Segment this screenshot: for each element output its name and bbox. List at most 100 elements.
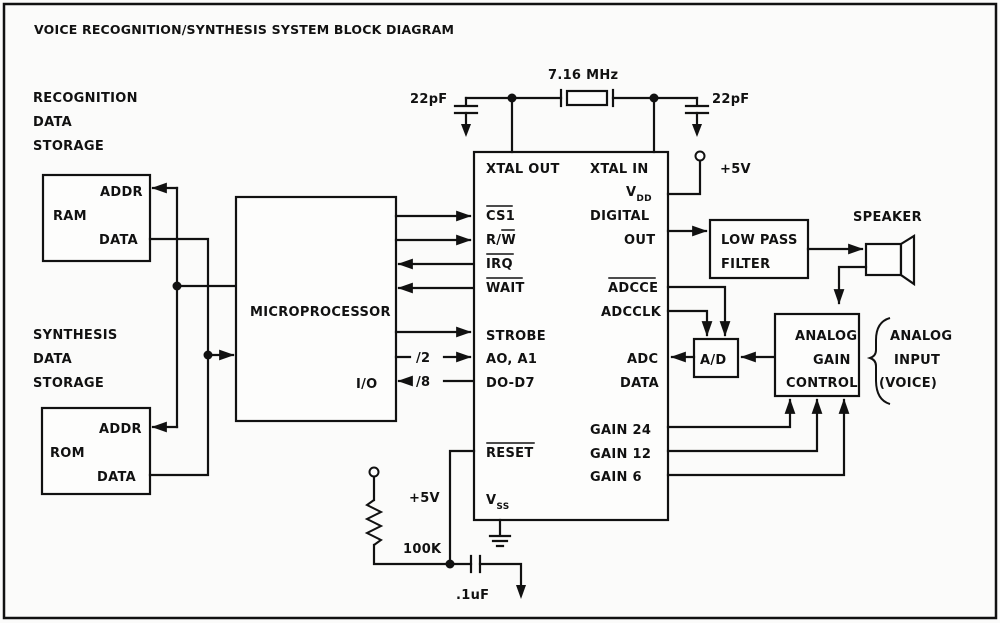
label-line: DATA: [33, 352, 72, 367]
pin-gain6: GAIN 6: [590, 470, 642, 485]
pin-wait: WAIT: [486, 281, 525, 296]
junction-dot: [172, 281, 182, 291]
gain6-wire: [666, 398, 850, 477]
agc-label-line: GAIN: [813, 353, 851, 368]
ram-label: RAM: [53, 209, 87, 224]
analog-gain-control: ANALOG GAIN CONTROL: [666, 312, 861, 477]
gain12-wire: [666, 398, 823, 453]
ram-data-pin: DATA: [99, 233, 138, 248]
pin-adc-data: DATA: [620, 376, 659, 391]
junction-dot: [445, 559, 455, 569]
reset-wire: [448, 449, 476, 566]
pin-rw-r: R/: [486, 233, 501, 248]
speech-chip: XTAL OUT XTAL IN VDD CS1 R/W IRQ WAIT ST…: [472, 150, 670, 522]
crystal-body: [565, 89, 609, 107]
crystal-frequency-label: 7.16 MHz: [548, 68, 618, 83]
ram-box: [41, 173, 152, 263]
microprocessor-box: [234, 195, 398, 423]
address-bus: [151, 182, 238, 433]
speaker-to-agc-wire: [833, 265, 868, 305]
data-width-label: /8: [416, 375, 430, 390]
diagram-title: VOICE RECOGNITION/SYNTHESIS SYSTEM BLOCK…: [34, 22, 454, 37]
ram-block: RAM ADDR DATA: [41, 173, 152, 263]
analog-input-label-line: ANALOG: [890, 329, 952, 344]
brace-icon: [866, 317, 891, 405]
rom-block: ROM ADDR DATA: [40, 406, 152, 496]
pin-xtal-out: XTAL OUT: [486, 162, 560, 177]
reset-circuit: +5V 100K .1uF: [364, 449, 526, 603]
label-line: STORAGE: [33, 376, 104, 391]
vss-ground: [488, 518, 512, 548]
ad-box: [692, 337, 740, 379]
agc-label-line: ANALOG: [795, 329, 857, 344]
pin-vss-sub: SS: [496, 502, 509, 512]
pin-vdd-main: V: [626, 185, 636, 200]
supply-terminal-icon: [368, 466, 380, 478]
supply-terminal-icon: [694, 150, 706, 162]
speech-chip-box: [472, 150, 670, 522]
capacitor-value-label: .1uF: [456, 588, 489, 603]
label-line: SYNTHESIS: [33, 328, 118, 343]
data-bus: [148, 237, 235, 477]
ground-arrow-icon: [461, 124, 471, 137]
adcce-wire: [666, 285, 731, 337]
data-bus-line: [148, 237, 210, 477]
rom-label: ROM: [50, 446, 85, 461]
pin-adcclk: ADCCLK: [601, 305, 662, 320]
pin-adc: ADC: [627, 352, 658, 367]
pin-digital: DIGITAL: [590, 209, 649, 224]
recognition-storage-label: RECOGNITION DATA STORAGE: [33, 91, 138, 154]
pin-gain24: GAIN 24: [590, 423, 651, 438]
low-pass-filter-box: [708, 218, 810, 280]
junction-dot: [203, 350, 213, 360]
cap-left-label: 22pF: [410, 92, 447, 107]
pin-strobe: STROBE: [486, 329, 546, 344]
speaker: SPEAKER: [833, 210, 922, 305]
vdd-supply: +5V: [666, 150, 751, 196]
pin-rw-w: W: [501, 233, 516, 248]
speaker-label: SPEAKER: [853, 210, 922, 225]
pin-vdd-sub: DD: [636, 194, 652, 204]
vdd-supply-label: +5V: [720, 162, 751, 177]
pin-d0d7: DO-D7: [486, 376, 535, 391]
resistor-icon: [364, 499, 384, 546]
adcclk-wire: [666, 309, 713, 337]
pin-rw: R/W: [486, 233, 516, 248]
lpf-label-line: LOW PASS: [721, 233, 798, 248]
address-width-label: /2: [416, 351, 430, 366]
crystal-oscillator: 7.16 MHz 22pF 22pF: [410, 68, 749, 154]
pin-reset: RESET: [486, 446, 534, 461]
control-bus: /2 /8: [394, 210, 476, 390]
speaker-body: [864, 242, 903, 277]
microprocessor-block: MICROPROCESSOR I/O: [234, 195, 398, 423]
rom-addr-pin: ADDR: [99, 422, 142, 437]
pin-cs1: CS1: [486, 209, 515, 224]
analog-input-label-line: (VOICE): [879, 376, 937, 391]
label-line: DATA: [33, 115, 72, 130]
pin-gain12: GAIN 12: [590, 447, 651, 462]
capacitor-icon: [469, 554, 482, 574]
ground-icon: [488, 534, 512, 548]
label-line: RECOGNITION: [33, 91, 138, 106]
agc-box: [773, 312, 861, 398]
vdd-wire: [666, 159, 702, 196]
ground-arrow-icon: [516, 585, 526, 599]
analog-input-annotation: ANALOG INPUT (VOICE): [866, 317, 952, 405]
ad-label: A/D: [700, 353, 727, 368]
lpf-label-line: FILTER: [721, 257, 770, 272]
cap-right-label: 22pF: [712, 92, 749, 107]
label-line: STORAGE: [33, 139, 104, 154]
analog-input-label-line: INPUT: [894, 353, 940, 368]
synthesis-storage-label: SYNTHESIS DATA STORAGE: [33, 328, 118, 391]
resistor-to-node-wire: [372, 543, 473, 566]
pin-out: OUT: [624, 233, 655, 248]
low-pass-filter: LOW PASS FILTER: [666, 218, 864, 280]
pin-a0a1: AO, A1: [486, 352, 537, 367]
rom-data-pin: DATA: [97, 470, 136, 485]
io-port-label: I/O: [356, 377, 378, 392]
microprocessor-label: MICROPROCESSOR: [250, 305, 391, 320]
pin-vdd: VDD: [626, 185, 652, 204]
agc-label-line: CONTROL: [786, 376, 858, 391]
